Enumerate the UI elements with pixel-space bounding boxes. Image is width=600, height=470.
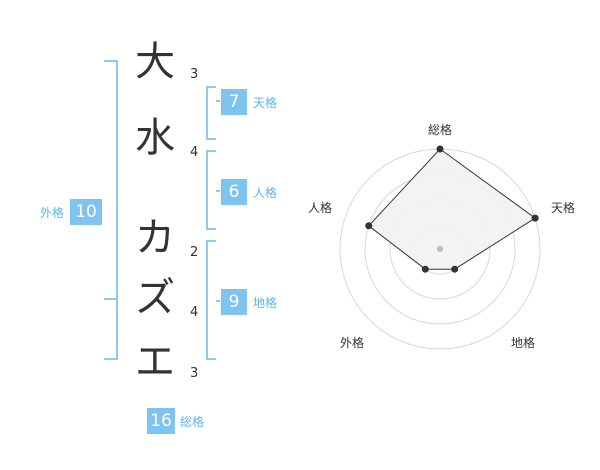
stroke-count-4: 4 — [190, 305, 199, 320]
stroke-count-1: 3 — [190, 67, 199, 82]
gaikaku-label: 外格 — [40, 206, 65, 220]
radar-point-2 — [531, 214, 539, 222]
gaikaku-bracket — [104, 60, 118, 360]
name-char-3: カ — [135, 215, 175, 261]
name-char-4: ズ — [135, 275, 175, 321]
gaikaku-tick-mid — [104, 298, 118, 300]
jinkaku-bracket — [206, 150, 216, 230]
jinkaku-value-badge: 6 — [221, 179, 247, 205]
radar-point-5 — [365, 222, 373, 230]
radar-point-3 — [451, 265, 459, 273]
chikaku-value-badge: 9 — [221, 289, 247, 315]
radar-axis-label-tenkaku: 天格 — [551, 201, 576, 215]
name-char-1: 大 — [135, 39, 175, 85]
name-char-5: エ — [135, 339, 175, 385]
radar-axis-label-gaikaku: 外格 — [340, 336, 365, 350]
soukaku-label: 総格 — [180, 415, 205, 429]
gaikaku-value-badge: 10 — [70, 199, 102, 225]
tenkaku-value-badge: 7 — [221, 89, 247, 115]
radar-axis-label-jinkaku: 人格 — [308, 201, 333, 215]
chikaku-label: 地格 — [253, 296, 278, 310]
chikaku-bracket — [206, 240, 216, 360]
radar-series-area — [367, 148, 536, 270]
radar-point-4 — [421, 265, 429, 273]
tenkaku-bracket — [206, 86, 216, 140]
soukaku-value-badge: 16 — [147, 408, 175, 434]
tenkaku-tick — [216, 100, 220, 102]
chikaku-tick — [216, 300, 220, 302]
stroke-count-5: 3 — [190, 366, 199, 381]
radar-axis-label-chikaku: 地格 — [511, 336, 536, 350]
stroke-count-2: 4 — [190, 145, 199, 160]
name-char-2: 水 — [135, 115, 175, 161]
radar-center-point — [437, 246, 443, 252]
stroke-count-3: 2 — [190, 245, 199, 260]
radar-point-1 — [436, 145, 444, 153]
radar-axis-label-soukaku: 総格 — [428, 123, 453, 137]
tenkaku-label: 天格 — [253, 96, 278, 110]
jinkaku-tick — [216, 190, 220, 192]
jinkaku-label: 人格 — [253, 186, 278, 200]
